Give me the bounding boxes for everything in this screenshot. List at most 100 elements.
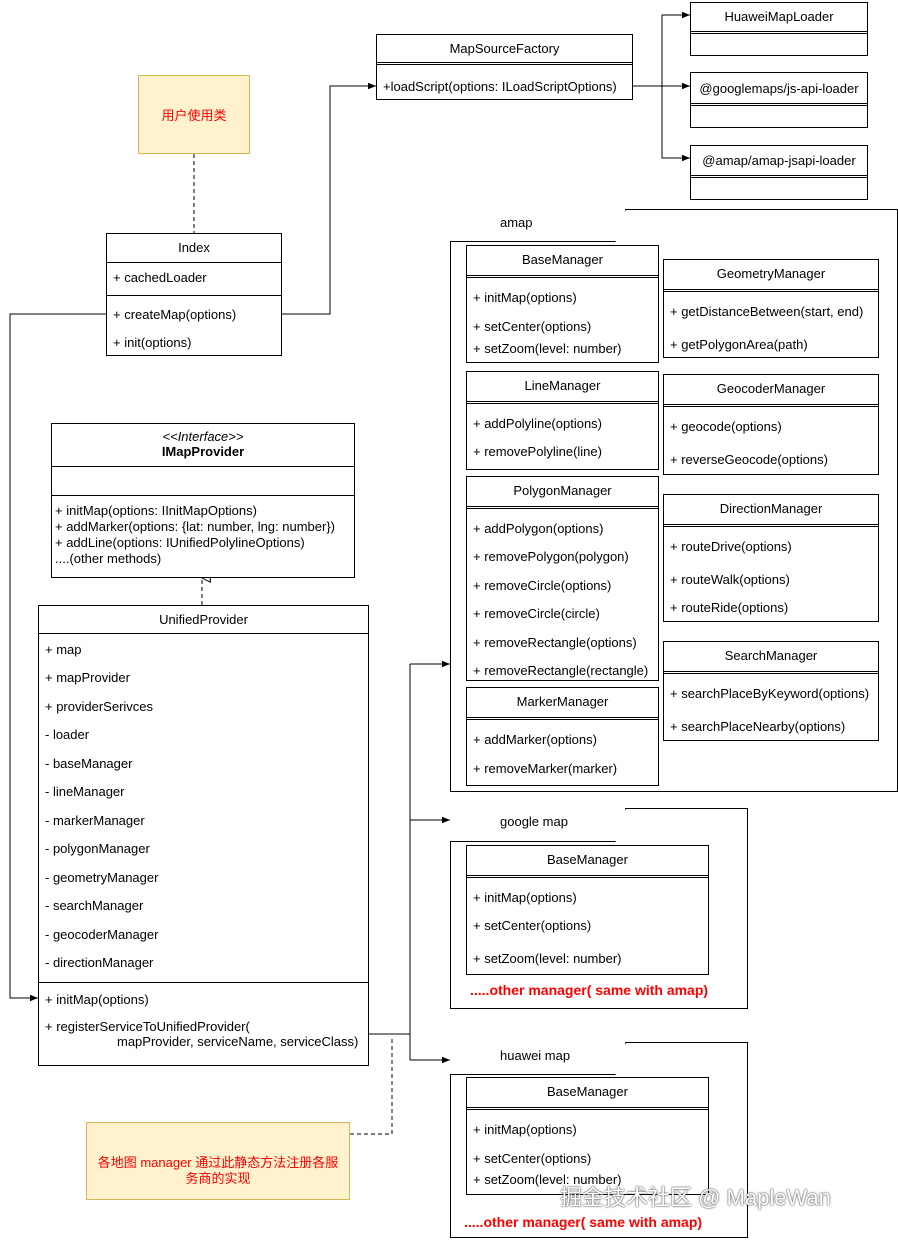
google-package-label: google map [450, 808, 626, 842]
huawei-package-label: huawei map [450, 1042, 626, 1075]
google-loader-class: @googlemaps/js-api-loader [690, 72, 868, 128]
loader-title: @amap/amap-jsapi-loader [691, 146, 867, 178]
huawei-other-managers-note: .....other manager( same with amap) [464, 1214, 703, 1230]
index-title: Index [107, 234, 281, 263]
amap-polygon-manager: PolygonManager + addPolygon(options) + r… [466, 476, 659, 681]
unified-attribute: - loader [45, 727, 90, 742]
index-class: Index + cachedLoader + createMap(options… [106, 233, 282, 356]
manager-method: + setZoom(level: number) [473, 1172, 622, 1187]
unified-attribute: + mapProvider [45, 670, 130, 685]
manager-method: + removeRectangle(rectangle) [473, 663, 649, 678]
manager-title: MarkerManager [467, 688, 658, 720]
amap-line-manager: LineManager + addPolyline(options) + rem… [466, 371, 659, 470]
manager-method: + removePolyline(line) [473, 444, 602, 459]
interface-method: ....(other methods) [55, 551, 162, 566]
unified-attribute: - polygonManager [45, 841, 150, 856]
note-to-register-connector [336, 1036, 393, 1135]
amap-geocoder-manager: GeocoderManager + geocode(options) + rev… [663, 374, 879, 475]
amap-loader-class: @amap/amap-jsapi-loader [690, 145, 868, 200]
manager-method: + addPolyline(options) [473, 416, 602, 431]
unified-attribute: - directionManager [45, 955, 154, 970]
interface-method: + initMap(options: IInitMapOptions) [55, 503, 257, 518]
unified-attribute: - markerManager [45, 813, 145, 828]
manager-method: + addMarker(options) [473, 732, 597, 747]
interface-title: IMapProvider [161, 444, 245, 459]
index-to-unified-arrow [9, 313, 106, 1002]
unified-attribute: - baseManager [45, 756, 133, 771]
manager-title: BaseManager [467, 846, 708, 878]
manager-method: + getDistanceBetween(start, end) [670, 304, 864, 319]
amap-direction-manager: DirectionManager + routeDrive(options) +… [663, 494, 879, 622]
manager-title: GeocoderManager [664, 375, 878, 407]
amap-package-label: amap [450, 209, 626, 242]
unified-provider-title: UnifiedProvider [39, 606, 368, 634]
manager-title: PolygonManager [467, 477, 658, 509]
unified-method: mapProvider, serviceName, serviceClass) [117, 1034, 359, 1049]
manager-method: + setCenter(options) [473, 319, 592, 334]
unified-method: + registerServiceToUnifiedProvider( [45, 1019, 250, 1034]
google-base-manager: BaseManager + initMap(options) + setCent… [466, 845, 709, 975]
imap-provider-interface: <<Interface>> IMapProvider + initMap(opt… [51, 423, 355, 578]
manager-method: + routeWalk(options) [670, 572, 790, 587]
manager-method: + setCenter(options) [473, 918, 592, 933]
manager-method: + routeRide(options) [670, 600, 789, 615]
user-class-note-text: 用户使用类 [161, 108, 227, 123]
index-attribute: + cachedLoader [113, 270, 207, 285]
manager-method: + removeRectangle(options) [473, 635, 637, 650]
unified-provider-class: UnifiedProvider + map + mapProvider + pr… [38, 605, 369, 1066]
index-to-factory-arrow [282, 82, 376, 315]
huawei-base-manager: BaseManager + initMap(options) + setCent… [466, 1077, 709, 1195]
manager-register-note-text: 各地图 manager 通过此静态方法注册各服务商的实现 [97, 1155, 339, 1186]
manager-title: BaseManager [467, 246, 658, 278]
interface-stereotype: <<Interface>> [162, 429, 244, 444]
unified-attribute: - geocoderManager [45, 927, 159, 942]
user-class-note: 用户使用类 [138, 75, 250, 154]
manager-method: + geocode(options) [670, 419, 782, 434]
unified-attribute: - geometryManager [45, 870, 159, 885]
huawei-map-loader-class: HuaweiMapLoader [690, 2, 868, 56]
manager-method: + removeCircle(circle) [473, 606, 600, 621]
manager-title: GeometryManager [664, 260, 878, 292]
loader-title: HuaweiMapLoader [691, 3, 867, 34]
amap-search-manager: SearchManager + searchPlaceByKeyword(opt… [663, 641, 879, 741]
manager-method: + searchPlaceNearby(options) [670, 719, 846, 734]
interface-method: + addLine(options: IUnifiedPolylineOptio… [55, 535, 305, 550]
amap-geometry-manager: GeometryManager + getDistanceBetween(sta… [663, 259, 879, 358]
manager-method: + addPolygon(options) [473, 521, 604, 536]
loader-title: @googlemaps/js-api-loader [691, 73, 867, 106]
manager-method: + routeDrive(options) [670, 539, 792, 554]
manager-register-note: 各地图 manager 通过此静态方法注册各服务商的实现 [86, 1122, 350, 1200]
amap-base-manager: BaseManager + initMap(options) + setCent… [466, 245, 659, 363]
manager-method: + setZoom(level: number) [473, 951, 622, 966]
manager-method: + getPolygonArea(path) [670, 337, 808, 352]
amap-marker-manager: MarkerManager + addMarker(options) + rem… [466, 687, 659, 786]
interface-method: + addMarker(options: {lat: number, lng: … [55, 519, 336, 534]
manager-method: + initMap(options) [473, 290, 577, 305]
unified-attribute: + map [45, 642, 82, 657]
map-source-factory-title: MapSourceFactory [377, 35, 632, 65]
manager-method: + searchPlaceByKeyword(options) [670, 686, 870, 701]
manager-method: + initMap(options) [473, 1122, 577, 1137]
manager-title: SearchManager [664, 642, 878, 674]
index-method: + init(options) [113, 335, 192, 350]
manager-method: + removeMarker(marker) [473, 761, 618, 776]
load-script-method: +loadScript(options: ILoadScriptOptions) [383, 79, 617, 94]
manager-method: + removeCircle(options) [473, 578, 612, 593]
manager-title: LineManager [467, 372, 658, 404]
map-source-factory-class: MapSourceFactory +loadScript(options: IL… [376, 34, 633, 100]
google-other-managers-note: .....other manager( same with amap) [470, 982, 709, 998]
unified-to-packages-connector [368, 664, 411, 1060]
unified-attribute: - lineManager [45, 784, 125, 799]
unified-method: + initMap(options) [45, 992, 149, 1007]
unified-attribute: + providerSerivces [45, 699, 154, 714]
manager-method: + setCenter(options) [473, 1151, 592, 1166]
manager-method: + setZoom(level: number) [473, 341, 622, 356]
manager-method: + initMap(options) [473, 890, 577, 905]
index-method: + createMap(options) [113, 307, 237, 322]
manager-title: DirectionManager [664, 495, 878, 527]
manager-method: + removePolygon(polygon) [473, 549, 629, 564]
manager-method: + reverseGeocode(options) [670, 452, 828, 467]
manager-title: BaseManager [467, 1078, 708, 1110]
unified-attribute: - searchManager [45, 898, 144, 913]
